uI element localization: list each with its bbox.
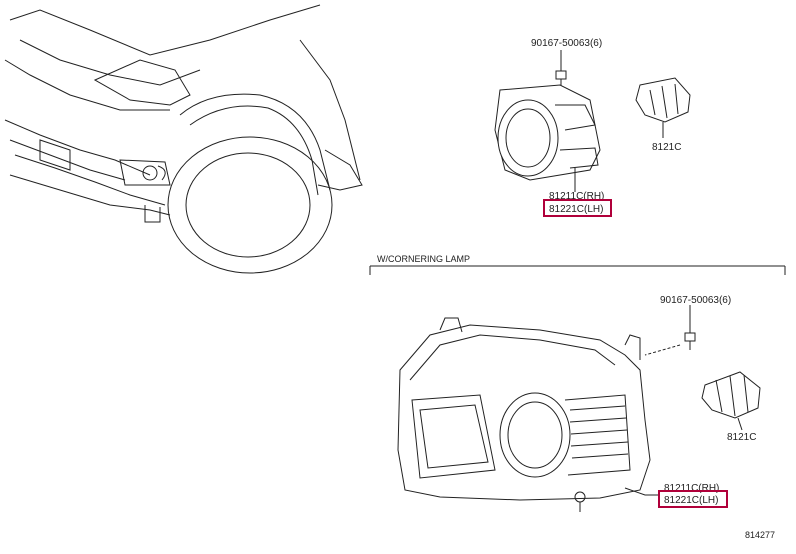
upper-bolt-icon: [555, 50, 567, 88]
figure-id: 814277: [745, 530, 775, 540]
lower-bulb-icon: [701, 371, 761, 431]
lower-section-header: W/CORNERING LAMP: [377, 254, 470, 264]
lower-lh-part-number[interactable]: 81221C(LH): [664, 495, 718, 506]
lower-cornering-lamp-assembly: [397, 317, 660, 512]
lower-bulb-part-number: 8121C: [727, 432, 756, 443]
lower-lh-highlight-box: [658, 490, 728, 508]
upper-lh-part-number[interactable]: 81221C(LH): [549, 204, 603, 215]
upper-bulb-part-number: 8121C: [652, 142, 681, 153]
lower-rh-part-number: 81211C(RH): [664, 483, 719, 494]
upper-rh-part-number: 81211C(RH): [549, 191, 604, 202]
upper-bulb-icon: [635, 77, 691, 138]
upper-fog-lamp-assembly: [494, 50, 691, 192]
lower-bolt-icon: [644, 305, 696, 356]
upper-lh-highlight-box: [543, 199, 612, 217]
lower-bolt-part-number: 90167-50063(6): [660, 295, 731, 306]
upper-bolt-part-number: 90167-50063(6): [531, 38, 602, 49]
vehicle-front-corner-illustration: [4, 4, 363, 274]
section-divider: [369, 265, 786, 275]
